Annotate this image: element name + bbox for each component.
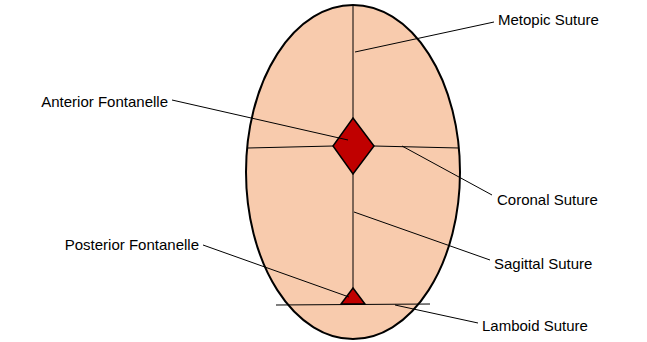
coronal-suture-line (374, 146, 459, 148)
anterior-fontanelle (333, 118, 374, 174)
leader-line (172, 100, 348, 140)
leader-line (395, 305, 478, 323)
suture-label: Anterior Fontanelle (41, 93, 168, 111)
posterior-fontanelle (341, 288, 365, 304)
skull-outline (246, 5, 460, 339)
metopic-suture-line (353, 6, 354, 118)
leader-line (402, 146, 492, 195)
coronal-suture-line (248, 146, 333, 148)
sagittal-suture-line (353, 174, 354, 288)
suture-label: Coronal Suture (497, 191, 598, 209)
leader-line (354, 212, 490, 260)
suture-label: Posterior Fontanelle (65, 236, 199, 254)
suture-label: Metopic Suture (498, 11, 599, 29)
suture-label: Lamboid Suture (482, 317, 588, 335)
suture-label: Sagittal Suture (494, 255, 592, 273)
leader-line (355, 22, 494, 52)
leader-line (203, 245, 349, 297)
